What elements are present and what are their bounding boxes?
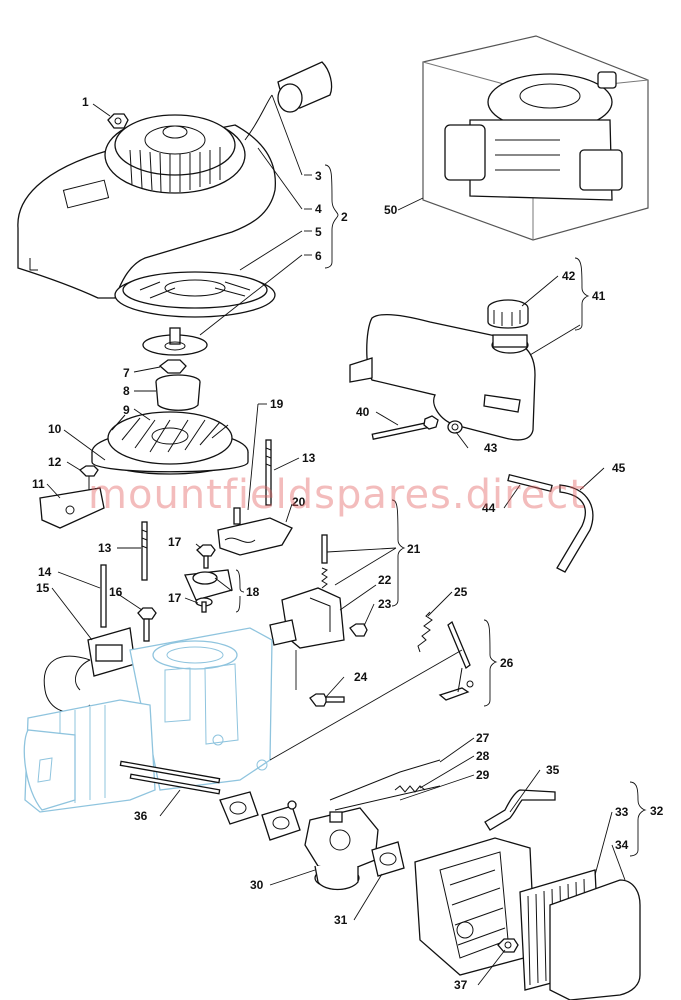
governor-assembly[interactable] — [184, 569, 233, 601]
starter-pulley[interactable] — [114, 271, 276, 318]
label-44: 44 — [482, 501, 496, 515]
control-spring-21[interactable] — [321, 534, 328, 589]
label-27: 27 — [476, 731, 490, 745]
label-33: 33 — [615, 805, 629, 819]
label-14: 14 — [38, 565, 52, 579]
starter-cup[interactable] — [142, 327, 208, 356]
label-24: 24 — [354, 670, 368, 684]
label-13b: 13 — [98, 541, 112, 555]
label-2: 2 — [341, 210, 348, 224]
label-22: 22 — [378, 573, 392, 587]
label-29: 29 — [476, 768, 490, 782]
label-20: 20 — [292, 495, 306, 509]
fuel-cap[interactable] — [487, 299, 529, 329]
label-19: 19 — [270, 397, 284, 411]
label-10: 10 — [48, 422, 62, 436]
label-36: 36 — [134, 809, 148, 823]
label-45: 45 — [612, 461, 626, 475]
label-21: 21 — [407, 542, 421, 556]
label-31: 31 — [334, 913, 348, 927]
fuel-pipe-44[interactable] — [507, 473, 553, 493]
label-41: 41 — [592, 289, 606, 303]
insulator-gaskets[interactable] — [219, 791, 301, 841]
label-34: 34 — [615, 838, 629, 852]
starter-handle[interactable] — [277, 61, 333, 113]
governor-spring-25[interactable] — [417, 611, 433, 653]
label-13a: 13 — [302, 451, 316, 465]
flywheel-nut[interactable] — [158, 359, 187, 374]
label-6: 6 — [315, 249, 322, 263]
label-42: 42 — [562, 269, 576, 283]
stud-13-top[interactable] — [265, 439, 272, 506]
label-4: 4 — [315, 202, 322, 216]
breather-tube-35[interactable] — [484, 789, 556, 831]
throttle-link-27[interactable] — [329, 759, 441, 801]
governor-bolt-17-bottom[interactable] — [195, 597, 213, 613]
label-9: 9 — [123, 403, 130, 417]
label-50: 50 — [384, 203, 398, 217]
engine-block — [23, 627, 273, 813]
tank-nut-43[interactable] — [447, 420, 463, 434]
label-15: 15 — [36, 581, 50, 595]
flywheel[interactable] — [91, 411, 249, 475]
label-23: 23 — [378, 597, 392, 611]
label-17b: 17 — [168, 591, 182, 605]
bolt-24[interactable] — [309, 693, 345, 707]
spring-28[interactable] — [394, 785, 426, 793]
bracket-11[interactable] — [39, 487, 105, 529]
label-1: 1 — [82, 95, 89, 109]
label-12: 12 — [48, 455, 62, 469]
label-25: 25 — [454, 585, 468, 599]
label-26: 26 — [500, 656, 514, 670]
label-37: 37 — [454, 978, 468, 992]
leader-lines — [46, 94, 647, 986]
recoil-starter[interactable] — [104, 94, 273, 194]
fuel-tank[interactable] — [349, 313, 536, 441]
stud-14[interactable] — [100, 564, 107, 628]
label-3: 3 — [315, 169, 322, 183]
air-filter-cover-34[interactable] — [549, 879, 641, 1000]
stop-switch-20[interactable] — [217, 507, 293, 556]
ignition-coil[interactable] — [43, 627, 136, 713]
bolt-12[interactable] — [78, 465, 99, 490]
governor-bolt-17-top[interactable] — [196, 544, 216, 569]
tank-bolt-40[interactable] — [371, 415, 439, 440]
label-30: 30 — [250, 878, 264, 892]
control-bracket[interactable] — [269, 587, 345, 649]
governor-lever-26[interactable] — [438, 620, 474, 701]
screw-23[interactable] — [349, 623, 368, 637]
choke-link-29[interactable] — [334, 785, 441, 811]
label-8: 8 — [123, 384, 130, 398]
stud-13-left[interactable] — [141, 521, 148, 581]
watermark: mountfieldspares.direct — [88, 472, 586, 518]
starter-cup-8[interactable] — [155, 374, 201, 411]
cylinder-head-bolts-36[interactable] — [119, 760, 221, 795]
label-16: 16 — [109, 585, 123, 599]
label-32: 32 — [650, 804, 664, 818]
carb-gasket-31[interactable] — [371, 841, 405, 877]
air-filter-base[interactable] — [414, 837, 536, 976]
label-11: 11 — [32, 477, 45, 491]
fuel-hose-45[interactable] — [556, 484, 594, 573]
part-labels: 1 2 3 4 5 6 7 8 9 10 11 12 13 13 14 15 1… — [32, 95, 664, 992]
carburettor[interactable] — [304, 807, 379, 891]
label-17a: 17 — [168, 535, 182, 549]
label-35: 35 — [546, 763, 560, 777]
label-18: 18 — [246, 585, 260, 599]
nut-1[interactable] — [107, 113, 129, 129]
complete-engine-box[interactable] — [422, 35, 649, 241]
bolt-16[interactable] — [137, 607, 157, 642]
label-7: 7 — [123, 366, 130, 380]
label-43: 43 — [484, 441, 498, 455]
label-5: 5 — [315, 225, 322, 239]
label-28: 28 — [476, 749, 490, 763]
label-40: 40 — [356, 405, 370, 419]
